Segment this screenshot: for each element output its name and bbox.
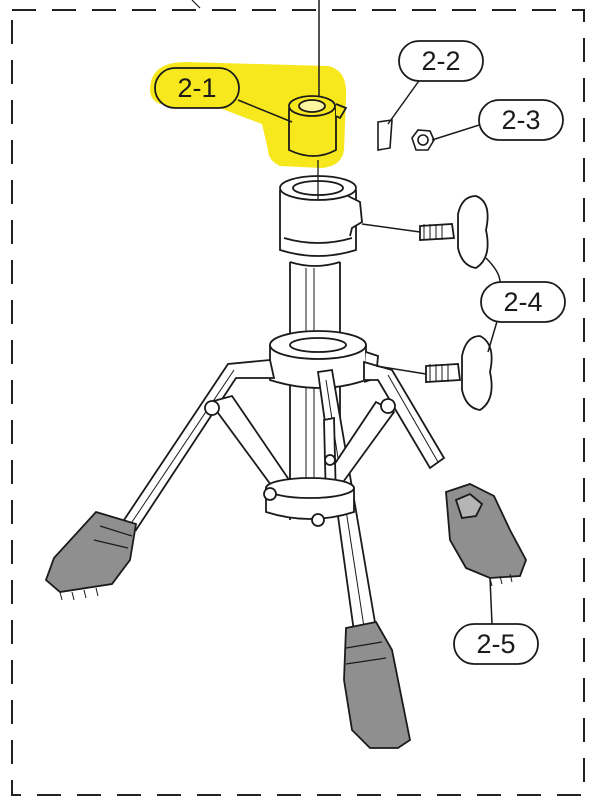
callout-ovals: [154, 40, 566, 665]
rubber-foot-front: [343, 620, 412, 749]
part-2-4-thumb-screw-upper: [419, 195, 489, 269]
callout-oval-2-2: [398, 40, 484, 82]
callout-label-2-3: 2-3: [501, 105, 541, 135]
center-post: [279, 175, 363, 520]
callout-label-2-2: 2-2: [421, 46, 461, 76]
callout-oval-2-3: [478, 99, 564, 141]
top-leader-stub: [191, 0, 201, 9]
callout-label-2-4: 2-4: [503, 287, 543, 317]
part-2-3-nut: [411, 129, 435, 151]
middle-clamp: [269, 330, 379, 389]
callout-oval-2-1: [154, 67, 240, 109]
callout-oval-2-4: [480, 281, 566, 323]
tripod-leg-right: [363, 360, 446, 470]
rubber-foot-left: [44, 510, 138, 601]
dashed-border: [11, 9, 585, 796]
callout-oval-2-5: [453, 623, 539, 665]
rubber-foot-right: [445, 483, 527, 587]
callout-label-2-1: 2-1: [177, 73, 217, 103]
tripod-leg-left: [122, 359, 276, 532]
part-2-1-bushing: [288, 95, 348, 157]
part-2-4-thumb-screw-lower: [425, 335, 493, 411]
lower-clamp: [263, 477, 355, 527]
callout-label-2-5: 2-5: [476, 629, 516, 659]
part-2-2-plate: [377, 119, 393, 151]
leader-lines: [237, 77, 501, 625]
